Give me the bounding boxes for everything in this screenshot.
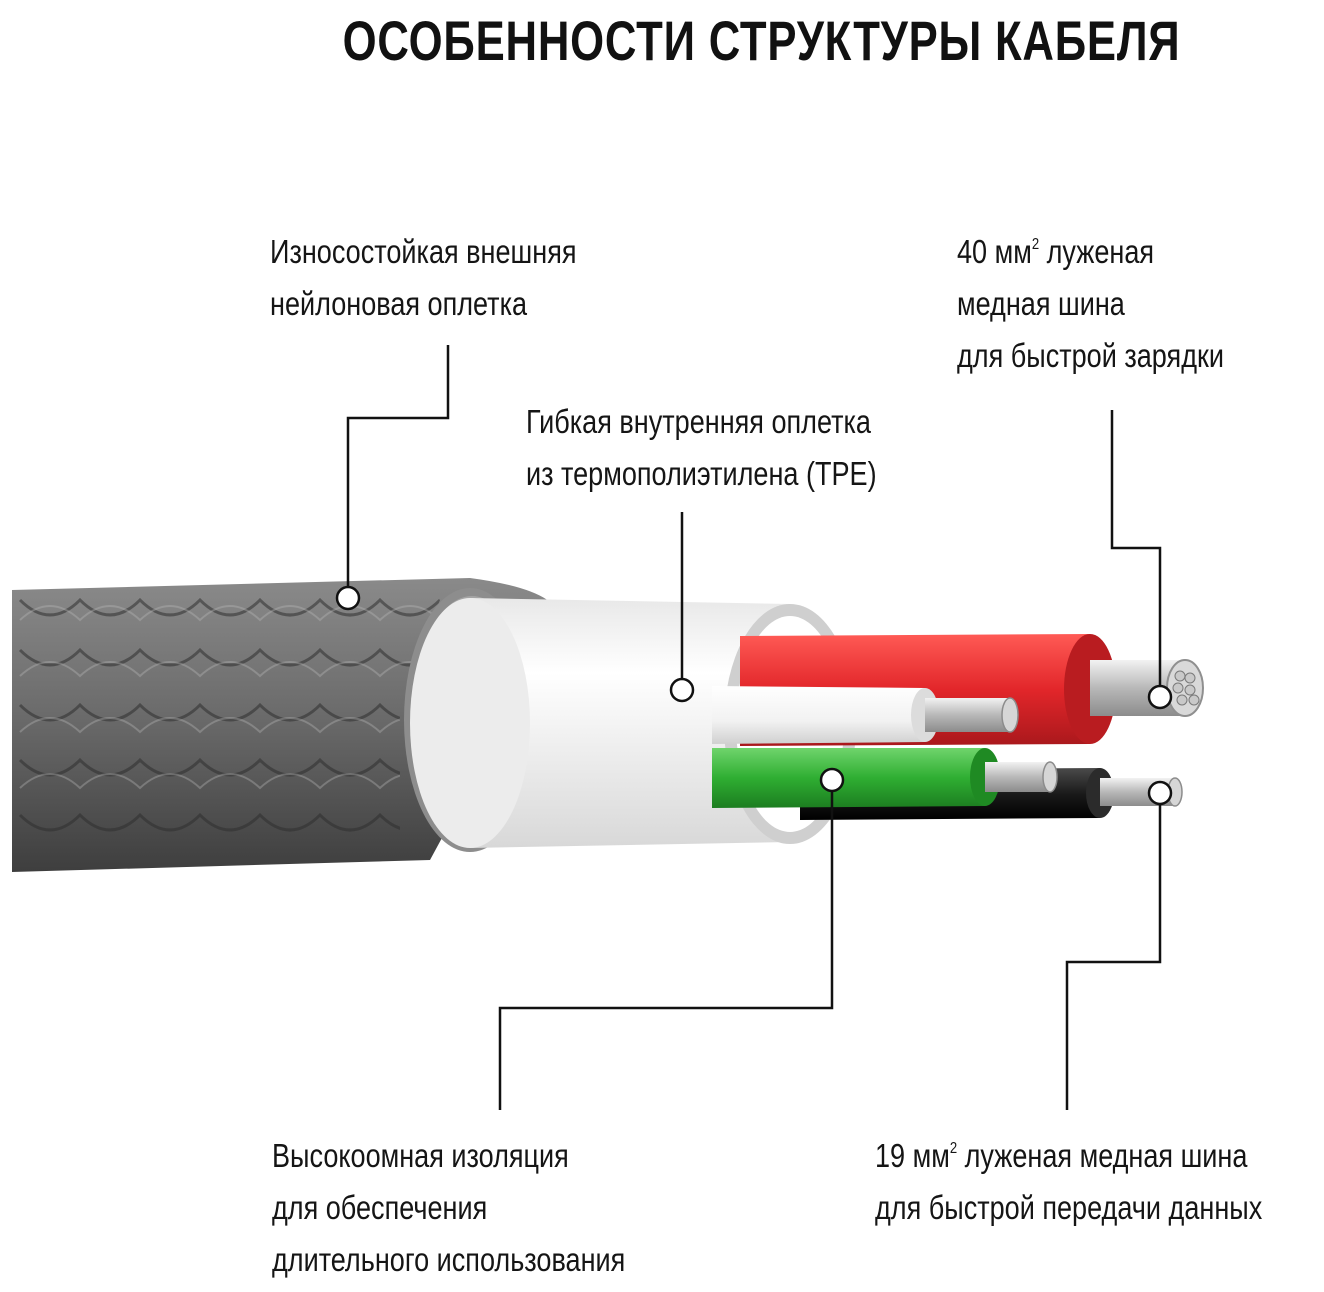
label-data-bus-line1: 19 мм2 луженая медная шина bbox=[875, 1130, 1262, 1182]
leader-power-bus bbox=[1112, 410, 1160, 697]
dot-outer-braid bbox=[337, 587, 359, 609]
leader-data-bus bbox=[1067, 793, 1160, 1110]
label-insulation-line1: Высокоомная изоляция bbox=[272, 1130, 625, 1182]
dot-data-bus bbox=[1149, 782, 1171, 804]
dot-power-bus bbox=[1149, 686, 1171, 708]
label-outer-braid: Износостойкая внешняя нейлоновая оплетка bbox=[270, 226, 577, 330]
label-power-bus-line1: 40 мм2 луженая bbox=[957, 226, 1224, 278]
label-outer-braid-line2: нейлоновая оплетка bbox=[270, 278, 577, 330]
label-inner-braid: Гибкая внутренняя оплетка из термополиэт… bbox=[526, 396, 877, 500]
label-power-bus-line2: медная шина bbox=[957, 278, 1224, 330]
label-data-bus-line2: для быстрой передачи данных bbox=[875, 1182, 1262, 1234]
label-insulation-line3: длительного использования bbox=[272, 1234, 625, 1286]
label-data-bus: 19 мм2 луженая медная шина для быстрой п… bbox=[875, 1130, 1262, 1234]
label-inner-braid-line2: из термополиэтилена (TPE) bbox=[526, 448, 877, 500]
label-power-bus: 40 мм2 луженая медная шина для быстрой з… bbox=[957, 226, 1224, 382]
label-insulation: Высокоомная изоляция для обеспечения дли… bbox=[272, 1130, 625, 1286]
label-insulation-line2: для обеспечения bbox=[272, 1182, 625, 1234]
label-outer-braid-line1: Износостойкая внешняя bbox=[270, 226, 577, 278]
dot-inner-braid bbox=[671, 679, 693, 701]
label-inner-braid-line1: Гибкая внутренняя оплетка bbox=[526, 396, 877, 448]
leader-outer-braid bbox=[348, 345, 448, 598]
dot-insulation bbox=[821, 769, 843, 791]
label-power-bus-line3: для быстрой зарядки bbox=[957, 330, 1224, 382]
